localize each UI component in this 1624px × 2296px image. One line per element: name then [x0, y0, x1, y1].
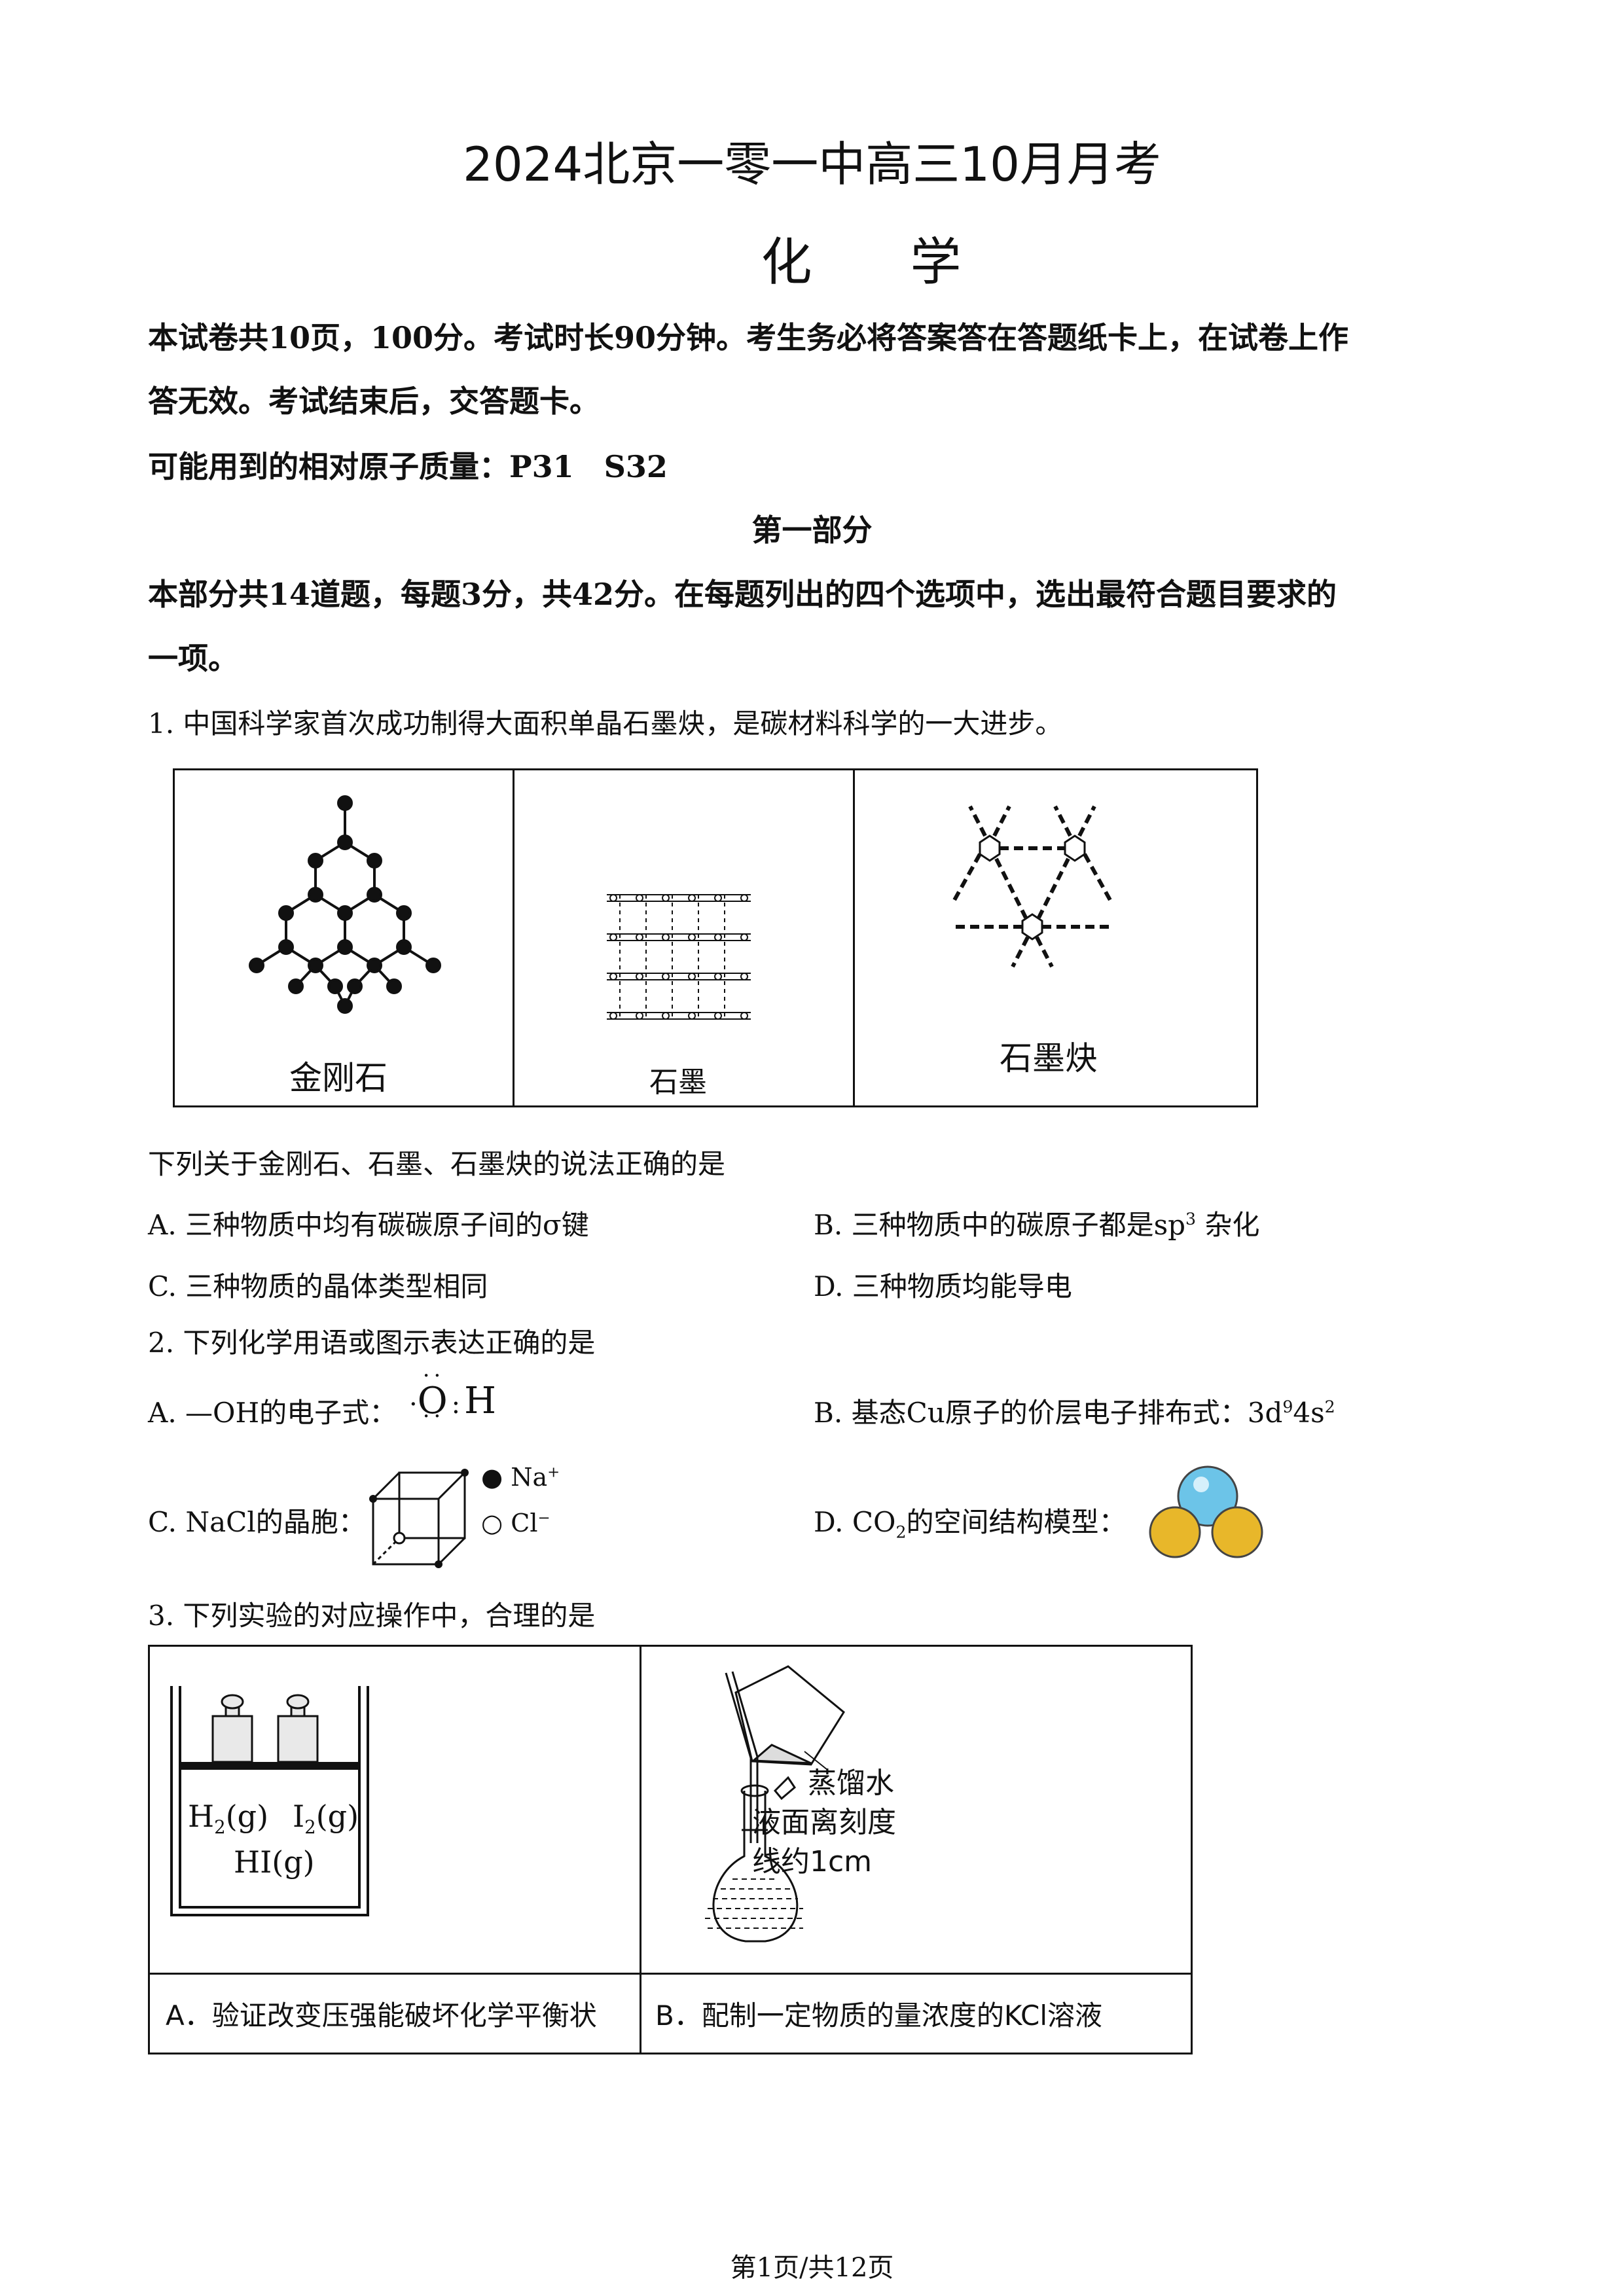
liquid-level-label-2: 线约1cm [752, 1845, 873, 1878]
q1-question: 下列关于金刚石、石墨、石墨炔的说法正确的是 [148, 1148, 726, 1180]
q3-divider [640, 1647, 641, 2053]
diamond-label: 金刚石 [289, 1059, 388, 1097]
q1-figure-table: 金刚石 石墨 [173, 768, 1258, 1107]
graphite-label: 石墨 [649, 1066, 707, 1099]
q3-table: H2(g) I2(g) HI(g) 蒸馏水 液面离刻度 线约1cm A．验证改变… [148, 1645, 1193, 2054]
q1-option-a: A. 三种物质中均有碳碳原子间的σ键 [148, 1209, 589, 1241]
q1-stem: 1. 中国科学家首次成功制得大面积单晶石墨炔，是碳材料科学的一大进步。 [148, 708, 1063, 740]
pressure-cylinder-icon [170, 1686, 369, 1916]
q3-caption-b: B．配制一定物质的量浓度的KCl溶液 [655, 2000, 1103, 2032]
part-heading: 第一部分 [751, 512, 873, 548]
part-instruction-1: 本部分共14道题，每题3分，共42分。在每题列出的四个选项中，选出最符合题目要求… [148, 577, 1337, 612]
graphyne-structure-icon [952, 805, 1113, 968]
distilled-water-label: 蒸馏水 [808, 1767, 894, 1800]
subject-title: 化学 [761, 233, 1060, 292]
q2-option-c: C. NaCl的晶胞： [148, 1506, 366, 1538]
q2-option-b: B. 基态Cu原子的价层电子排布式：3d94s2 [814, 1397, 1335, 1429]
co2-model-icon [1149, 1465, 1263, 1558]
diamond-structure-icon [249, 795, 441, 1014]
atomic-mass-line: 可能用到的相对原子质量：P31 S32 [148, 449, 668, 484]
q2-stem: 2. 下列化学用语或图示表达正确的是 [148, 1327, 596, 1359]
h2-gas-label: H2(g) [188, 1799, 269, 1839]
cl-legend: ○ Cl− [481, 1509, 550, 1537]
q1-option-d: D. 三种物质均能导电 [814, 1270, 1072, 1302]
part-instruction-2: 一项。 [148, 641, 238, 676]
nacl-unit-cell-icon [369, 1469, 469, 1568]
i2-gas-label: I2(g) [293, 1799, 359, 1839]
intro-line-1: 本试卷共10页，100分。考试时长90分钟。考生务必将答案答在答题纸卡上，在试卷… [148, 320, 1349, 355]
page-number: 第1页/共12页 [730, 2253, 894, 2283]
q3-stem: 3. 下列实验的对应操作中，合理的是 [148, 1600, 596, 1632]
hi-gas-label: HI(g) [234, 1844, 315, 1880]
graphyne-label: 石墨炔 [1000, 1039, 1098, 1077]
q3-row-divider [150, 1973, 1191, 1975]
q1-divider-2 [853, 770, 855, 1105]
q2-option-a: A. —OH的电子式： [148, 1397, 397, 1429]
q1-option-c: C. 三种物质的晶体类型相同 [148, 1270, 488, 1302]
q2-option-d: D. CO2的空间结构模型： [814, 1506, 1127, 1542]
na-legend: ● Na+ [481, 1463, 560, 1492]
graphite-structure-icon [607, 894, 751, 1020]
page-title: 2024北京一零一中高三10月月考 [463, 137, 1161, 192]
volumetric-flask-icon [705, 1665, 845, 1943]
q3-caption-a: A．验证改变压强能破坏化学平衡状 [166, 2000, 597, 2032]
q1-divider-1 [513, 770, 514, 1105]
q1-option-b: B. 三种物质中的碳原子都是sp3 杂化 [814, 1209, 1260, 1241]
oh-electron-formula: · ·· O ·· :H [409, 1363, 496, 1429]
intro-line-2: 答无效。考试结束后，交答题卡。 [148, 384, 600, 419]
liquid-level-label-1: 液面离刻度 [752, 1806, 896, 1839]
